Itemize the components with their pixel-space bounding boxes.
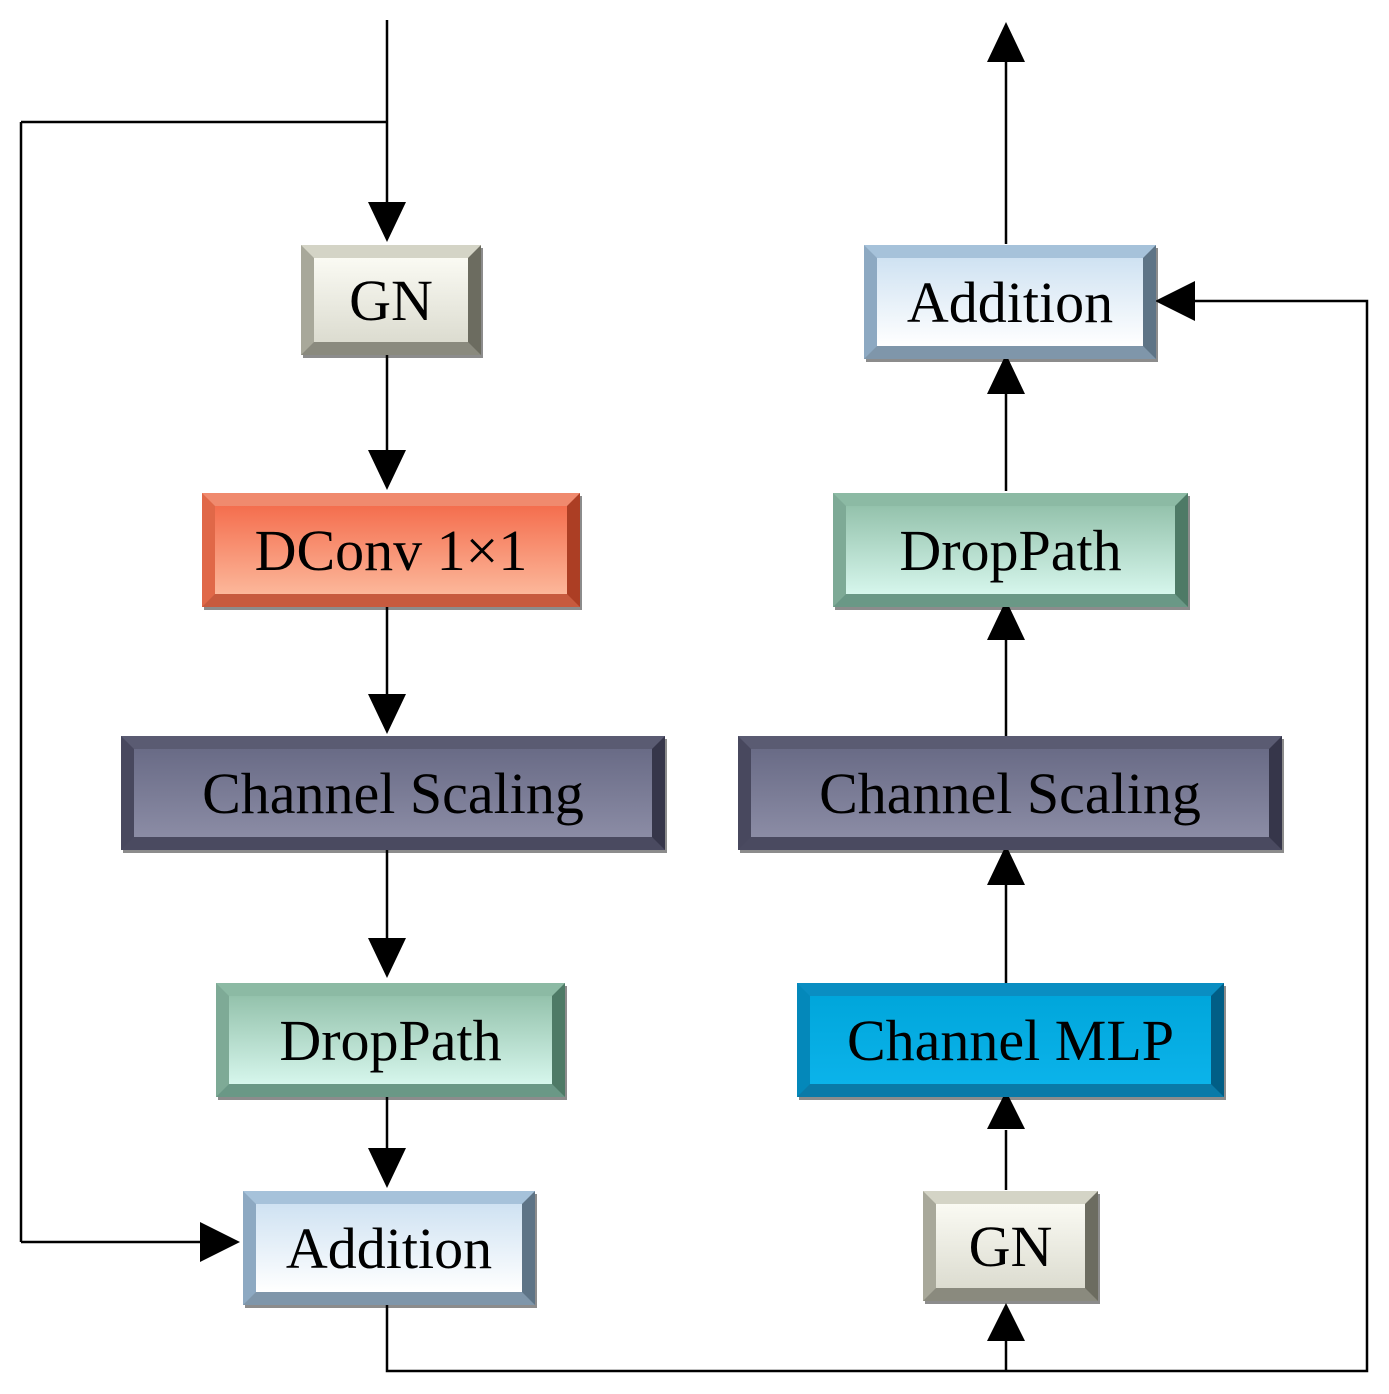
arrowhead-to-droppath: [368, 938, 406, 978]
channel-mlp-block-label: Channel MLP: [846, 1007, 1175, 1073]
arrowhead-to-addition: [368, 1148, 406, 1188]
droppath-block-left: DropPath: [216, 983, 565, 1097]
bottom-connector-line: [385, 299, 1369, 1373]
dconv-block: DConv 1×1: [202, 493, 580, 607]
arrowhead-skip-to-addition: [200, 1222, 240, 1262]
channel-scaling-block-left: Channel Scaling: [121, 736, 665, 850]
addition-block-right-label: Addition: [906, 269, 1114, 335]
addition-block-right: Addition: [864, 245, 1156, 359]
arrowhead-to-dconv: [368, 450, 406, 490]
addition-block-left-label: Addition: [285, 1215, 493, 1281]
arrowhead-to-scaling: [368, 694, 406, 734]
droppath-block-right-label: DropPath: [899, 517, 1122, 583]
arrowhead-to-addition-right: [987, 354, 1025, 394]
arrowhead-to-gn: [368, 202, 406, 242]
arrowhead-skip-to-addition-right: [1155, 281, 1195, 321]
channel-scaling-block-right: Channel Scaling: [738, 736, 1282, 850]
channel-scaling-block-left-label: Channel Scaling: [202, 760, 584, 826]
channel-mlp-block: Channel MLP: [797, 983, 1224, 1097]
arrowhead-to-scaling-right: [987, 845, 1025, 885]
channel-scaling-block-right-label: Channel Scaling: [819, 760, 1201, 826]
arrowhead-to-droppath-right: [987, 600, 1025, 640]
arrowhead-to-mlp: [987, 1091, 1025, 1129]
gn-block-left: GN: [301, 245, 481, 355]
droppath-block-left-label: DropPath: [279, 1007, 502, 1073]
gn-block-left-label: GN: [349, 267, 433, 333]
addition-block-left: Addition: [243, 1191, 535, 1305]
arrowhead-to-right-gn: [987, 1303, 1025, 1341]
droppath-block-right: DropPath: [833, 493, 1188, 607]
gn-block-right: GN: [923, 1191, 1098, 1301]
dconv-block-label: DConv 1×1: [254, 517, 528, 583]
arrowhead-output: [987, 22, 1025, 62]
gn-block-right-label: GN: [968, 1213, 1053, 1279]
